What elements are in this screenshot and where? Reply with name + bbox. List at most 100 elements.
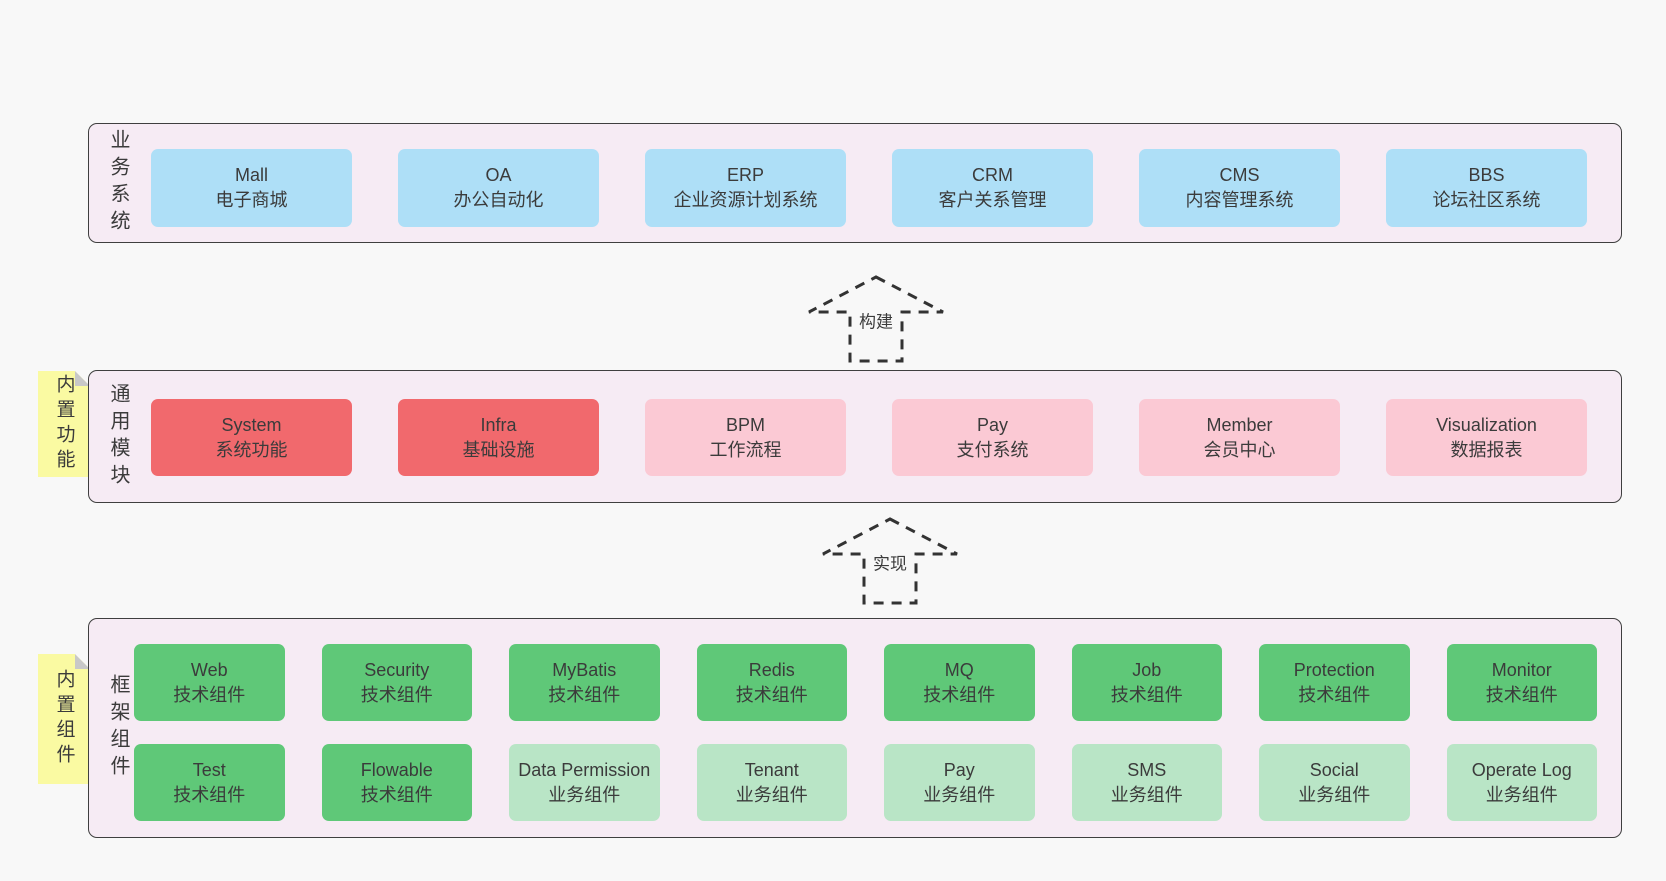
box-subtitle: 技术组件 <box>1110 684 1183 705</box>
box-title: Redis <box>748 659 795 680</box>
layer-side-label: 框架组件 <box>89 619 147 837</box>
box-oa: OA 办公自动化 <box>398 149 599 227</box>
box-title: Tenant <box>744 759 799 780</box>
box-title: Protection <box>1293 659 1375 680</box>
box-subtitle: 系统功能 <box>215 439 288 460</box>
box-title: System <box>221 414 282 435</box>
box-title: ERP <box>726 165 764 186</box>
layer-common-modules: 通用模块 System 系统功能 Infra 基础设施 BPM 工作流程 Pay… <box>88 370 1622 503</box>
dashed-up-arrow-build: 构建 <box>806 274 946 364</box>
box-subtitle: 会员中心 <box>1203 439 1276 460</box>
box-subtitle: 数据报表 <box>1450 439 1523 460</box>
box-subtitle: 技术组件 <box>1298 684 1371 705</box>
box-subtitle: 论坛社区系统 <box>1432 190 1541 210</box>
arrow-label: 实现 <box>869 548 911 576</box>
box-web: Web 技术组件 <box>134 644 285 721</box>
box-subtitle: 支付系统 <box>956 439 1029 460</box>
box-bbs: BBS 论坛社区系统 <box>1386 149 1587 227</box>
box-subtitle: 技术组件 <box>173 784 246 805</box>
box-title: MQ <box>944 659 974 680</box>
components-box-row-1: Web 技术组件 Security 技术组件 MyBatis 技术组件 Redi… <box>134 644 1597 721</box>
box-member: Member 会员中心 <box>1139 399 1340 476</box>
box-title: Monitor <box>1491 659 1552 680</box>
box-cms: CMS 内容管理系统 <box>1139 149 1340 227</box>
modules-box-row: System 系统功能 Infra 基础设施 BPM 工作流程 Pay 支付系统… <box>151 399 1587 476</box>
box-title: Operate Log <box>1471 759 1572 780</box>
box-social: Social 业务组件 <box>1259 744 1410 821</box>
box-title: SMS <box>1127 759 1167 780</box>
box-monitor: Monitor 技术组件 <box>1446 644 1597 721</box>
sticky-label: 内置功能 <box>53 374 75 474</box>
sticky-label: 内置组件 <box>53 669 75 769</box>
box-subtitle: 技术组件 <box>923 684 996 705</box>
box-title: Pay <box>943 759 975 780</box>
box-subtitle: 业务组件 <box>923 784 996 805</box>
box-subtitle: 技术组件 <box>548 684 621 705</box>
box-title: Social <box>1309 759 1359 780</box>
box-subtitle: 技术组件 <box>360 684 433 705</box>
box-subtitle: 业务组件 <box>548 784 621 805</box>
box-protection: Protection 技术组件 <box>1259 644 1410 721</box>
box-subtitle: 技术组件 <box>735 684 808 705</box>
dashed-up-arrow-implement: 实现 <box>820 516 960 606</box>
box-subtitle: 技术组件 <box>360 784 433 805</box>
box-title: Visualization <box>1436 414 1537 435</box>
box-title: Infra <box>480 414 517 435</box>
box-system: System 系统功能 <box>151 399 352 476</box>
box-title: Security <box>364 659 430 680</box>
box-pay: Pay 支付系统 <box>892 399 1093 476</box>
box-subtitle: 业务组件 <box>1485 784 1558 805</box>
box-subtitle: 基础设施 <box>462 439 535 460</box>
box-pay-business: Pay 业务组件 <box>884 744 1035 821</box>
box-subtitle: 工作流程 <box>709 439 782 460</box>
layer-label-text: 框架组件 <box>107 674 129 782</box>
box-subtitle: 技术组件 <box>173 684 246 705</box>
sticky-note-builtin-features: 内置功能 <box>38 371 90 477</box>
business-box-row: Mall 电子商城 OA 办公自动化 ERP 企业资源计划系统 CRM 客户关系… <box>151 149 1587 227</box>
layer-business-systems: 业务系统 Mall 电子商城 OA 办公自动化 ERP 企业资源计划系统 CRM… <box>88 123 1622 243</box>
box-data-permission: Data Permission 业务组件 <box>509 744 660 821</box>
layer-side-label: 业务系统 <box>89 124 147 242</box>
box-flowable: Flowable 技术组件 <box>321 744 472 821</box>
box-title: Pay <box>976 414 1009 435</box>
box-title: Job <box>1132 659 1162 680</box>
box-subtitle: 技术组件 <box>1485 684 1558 705</box>
box-test: Test 技术组件 <box>134 744 285 821</box>
box-title: OA <box>485 165 512 186</box>
arrow-label: 构建 <box>855 306 897 334</box>
box-job: Job 技术组件 <box>1071 644 1222 721</box>
box-title: BBS <box>1468 165 1505 186</box>
layer-label-text: 业务系统 <box>107 129 129 237</box>
box-subtitle: 企业资源计划系统 <box>673 190 818 210</box>
box-subtitle: 办公自动化 <box>453 190 544 210</box>
box-infra: Infra 基础设施 <box>398 399 599 476</box>
box-mall: Mall 电子商城 <box>151 149 352 227</box>
box-title: Data Permission <box>518 759 651 780</box>
box-title: CMS <box>1219 165 1260 186</box>
box-sms: SMS 业务组件 <box>1071 744 1222 821</box>
box-mybatis: MyBatis 技术组件 <box>509 644 660 721</box>
box-title: Web <box>190 659 228 680</box>
box-title: Mall <box>234 165 268 186</box>
box-title: BPM <box>725 414 765 435</box>
box-redis: Redis 技术组件 <box>696 644 847 721</box>
box-security: Security 技术组件 <box>321 644 472 721</box>
layer-framework-components: 框架组件 Web 技术组件 Security 技术组件 MyBatis 技术组件… <box>88 618 1622 838</box>
box-erp: ERP 企业资源计划系统 <box>645 149 846 227</box>
box-subtitle: 业务组件 <box>1298 784 1371 805</box>
box-bpm: BPM 工作流程 <box>645 399 846 476</box>
sticky-note-builtin-components: 内置组件 <box>38 654 90 784</box>
components-box-row-2: Test 技术组件 Flowable 技术组件 Data Permission … <box>134 744 1597 821</box>
box-mq: MQ 技术组件 <box>884 644 1035 721</box>
layer-label-text: 通用模块 <box>107 382 129 491</box>
box-subtitle: 内容管理系统 <box>1185 190 1294 210</box>
box-operate-log: Operate Log 业务组件 <box>1446 744 1597 821</box>
box-title: Member <box>1206 414 1273 435</box>
box-title: MyBatis <box>552 659 617 680</box>
layer-side-label: 通用模块 <box>89 371 147 502</box>
box-title: CRM <box>972 165 1013 186</box>
box-subtitle: 电子商城 <box>215 190 288 210</box>
box-title: Flowable <box>360 759 433 780</box>
box-subtitle: 业务组件 <box>735 784 808 805</box>
